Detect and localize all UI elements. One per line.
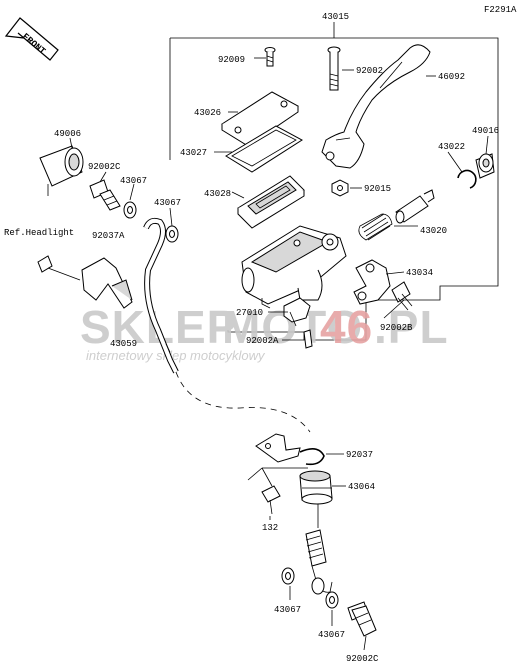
washer-43067-d-icon <box>325 591 339 609</box>
label-27010: 27010 <box>236 308 263 318</box>
clamp-92037-icon <box>255 433 325 466</box>
label-92037: 92037 <box>346 450 373 460</box>
label-43064: 43064 <box>348 482 375 492</box>
bolt-92002b-icon <box>391 281 413 311</box>
screw-92009-icon <box>264 47 276 67</box>
master-cylinder-body-icon <box>241 225 347 309</box>
label-43015: 43015 <box>322 12 349 22</box>
label-43067-d: 43067 <box>318 630 345 640</box>
label-46092: 46092 <box>438 72 465 82</box>
label-92037a: 92037A <box>92 231 125 241</box>
hose-fitting-lower-icon <box>305 529 333 595</box>
bolt-92002c-bottom-icon <box>347 601 377 637</box>
label-92002: 92002 <box>356 66 383 76</box>
washer-43067-b-icon <box>165 225 179 243</box>
label-43022: 43022 <box>438 142 465 152</box>
label-132: 132 <box>262 523 278 533</box>
svg-text:46: 46 <box>320 301 373 353</box>
label-92002c-top: 92002C <box>88 162 121 172</box>
cap-43026-icon <box>221 91 299 147</box>
label-49016: 49016 <box>472 126 499 136</box>
label-92002a: 92002A <box>246 336 279 346</box>
label-43027: 43027 <box>180 148 207 158</box>
label-43034: 43034 <box>406 268 433 278</box>
svg-text:internetowy sklep motocyklowy: internetowy sklep motocyklowy <box>86 348 266 363</box>
grommet-43064-icon <box>299 470 333 528</box>
clamp-92037a-icon <box>37 255 133 309</box>
bolt-132-icon <box>261 485 281 515</box>
label-43020: 43020 <box>420 226 447 236</box>
leader-lines <box>69 22 489 651</box>
label-92009: 92009 <box>218 55 245 65</box>
diagram-code: F2291A <box>484 5 517 15</box>
hose-43059-icon <box>143 217 311 433</box>
washer-43067-a-icon <box>123 201 137 219</box>
switch-27010-icon <box>283 297 311 327</box>
piston-kit-43020-icon <box>358 189 435 241</box>
screw-92002a-icon <box>303 329 313 349</box>
lever-46092-icon <box>321 44 431 169</box>
label-43028: 43028 <box>204 189 231 199</box>
label-92002b: 92002B <box>380 323 413 333</box>
plate-43027-icon <box>225 125 303 173</box>
label-92015: 92015 <box>364 184 391 194</box>
circlip-43022-icon <box>457 169 477 189</box>
holder-43034-icon <box>353 259 391 305</box>
front-arrow-icon: FRONT <box>4 17 59 61</box>
label-92002c-bottom: 92002C <box>346 654 379 664</box>
label-43059: 43059 <box>110 339 137 349</box>
label-49006: 49006 <box>54 129 81 139</box>
svg-text:.PL: .PL <box>374 301 449 353</box>
bolt-92002c-top-icon <box>89 179 121 211</box>
label-43067-b: 43067 <box>154 198 181 208</box>
diaphragm-43028-icon <box>237 175 305 229</box>
nut-92015-icon <box>331 179 349 197</box>
cover-49006-icon <box>39 145 84 196</box>
label-43067-a: 43067 <box>120 176 147 186</box>
watermark: SKLEP MOTO 46 .PL internetowy sklep moto… <box>80 301 449 363</box>
bolt-92002-icon <box>327 46 341 91</box>
boot-49016-icon <box>475 153 495 179</box>
washer-43067-c-icon <box>281 567 295 585</box>
label-43067-c: 43067 <box>274 605 301 615</box>
label-ref-headlight: Ref.Headlight <box>4 228 74 238</box>
label-43026: 43026 <box>194 108 221 118</box>
